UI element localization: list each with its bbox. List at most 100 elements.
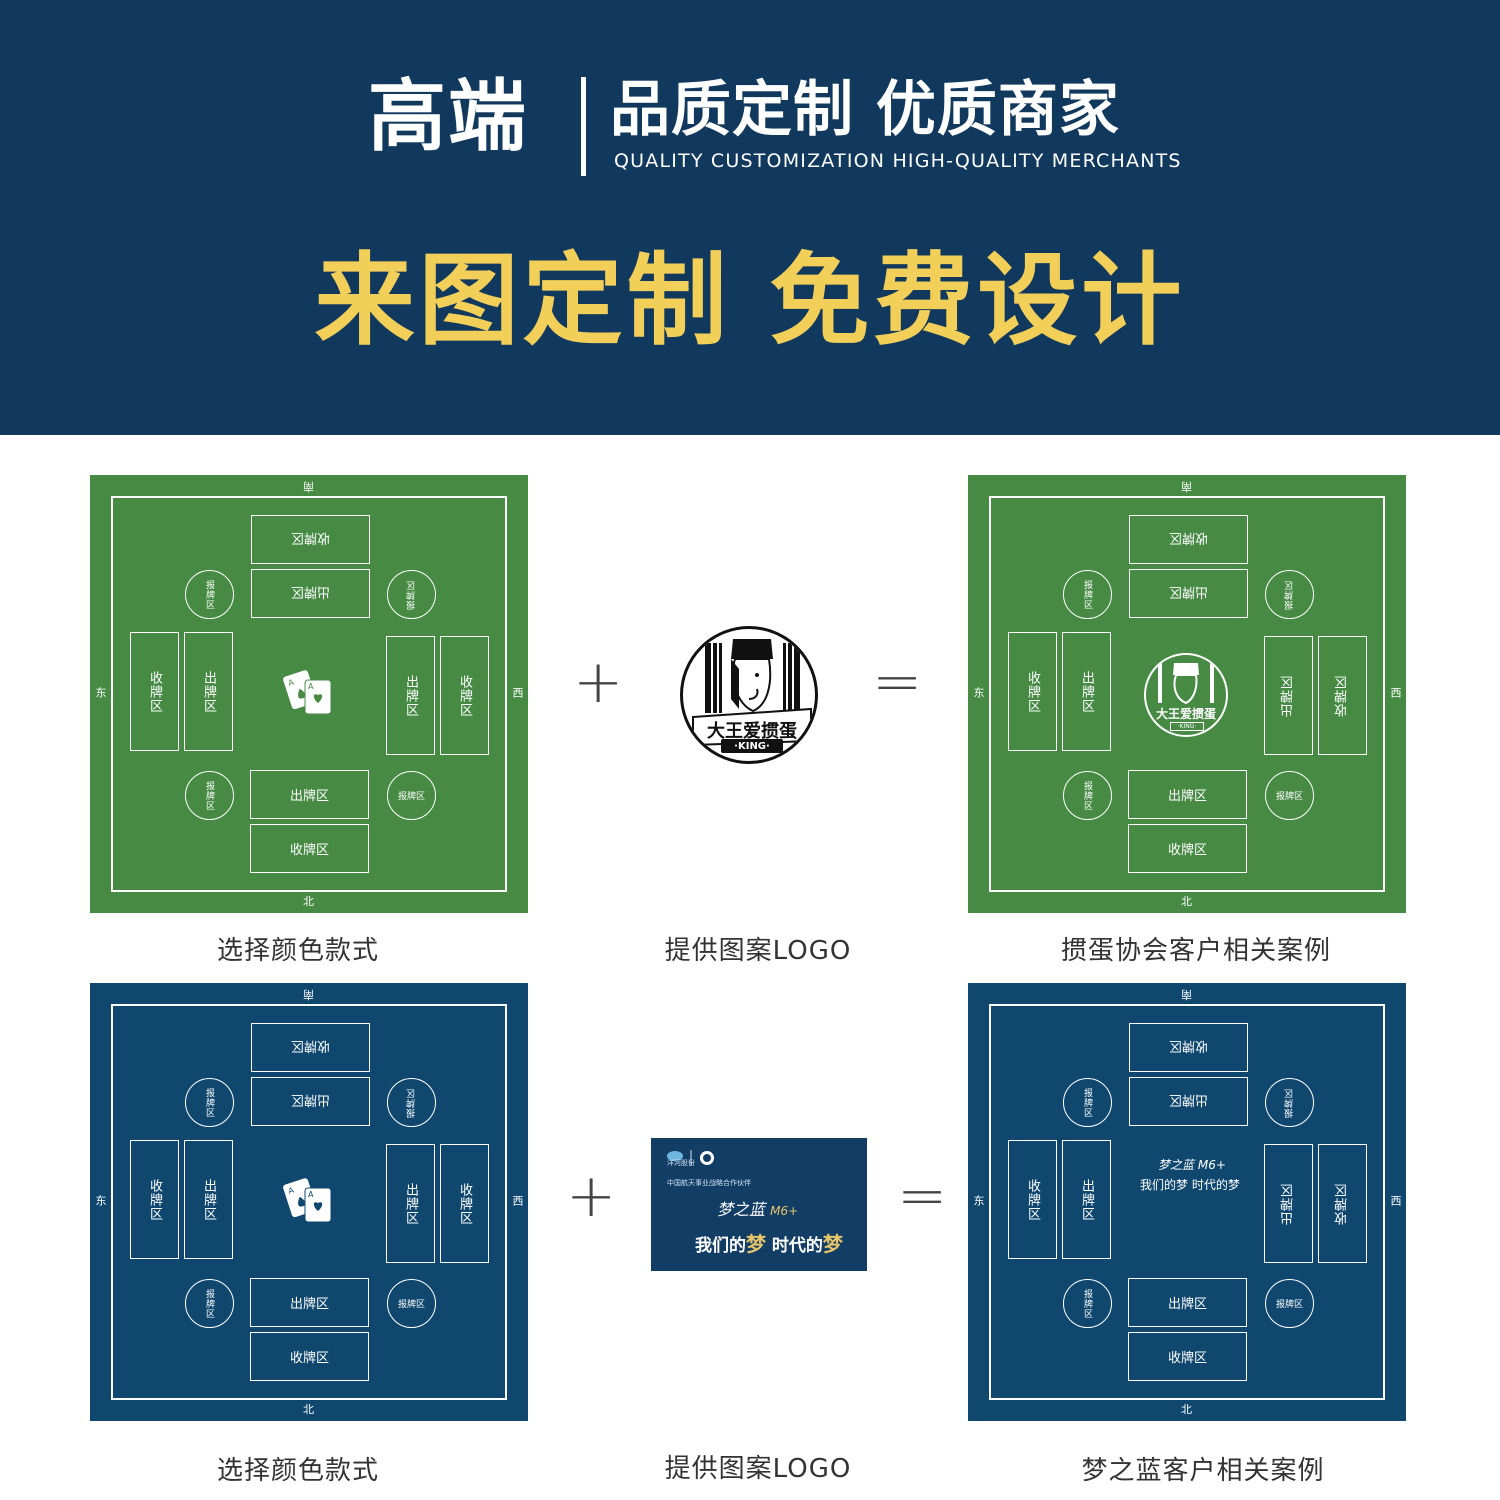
logo-line2: 我们的梦 时代的梦 bbox=[695, 1232, 843, 1256]
zone-report-br: 报牌区 bbox=[1265, 1279, 1314, 1328]
svg-text:A: A bbox=[308, 682, 314, 691]
king-logo-text: 大王爱掼蛋 bbox=[707, 721, 797, 742]
zone-report-tl: 报牌区 bbox=[1063, 570, 1112, 619]
zone-play-bottom: 出牌区 bbox=[250, 1278, 369, 1327]
dir-south: 南 bbox=[303, 988, 314, 1001]
mat-mengzhilan-logo: 梦之蓝 M6+ 我们的梦 时代的梦 bbox=[1128, 1148, 1248, 1228]
svg-text:A: A bbox=[287, 677, 295, 687]
playing-cards-icon: A A bbox=[283, 670, 332, 715]
dir-west: 西 bbox=[1389, 687, 1402, 699]
top-banner: 高端 品质定制 优质商家 QUALITY CUSTOMIZATION HIGH-… bbox=[0, 0, 1500, 435]
zone-receive-bottom: 收牌区 bbox=[250, 824, 369, 873]
logo-line1: 梦之蓝 M6+ bbox=[717, 1200, 799, 1219]
mat-border bbox=[989, 496, 1385, 892]
dir-west: 西 bbox=[1389, 1195, 1402, 1207]
zone-report-tl: 报牌区 bbox=[1063, 1078, 1112, 1127]
zone-play-left: 出牌区 bbox=[184, 632, 233, 751]
caption-provide-logo: 提供图案LOGO bbox=[664, 1454, 852, 1484]
svg-text:A: A bbox=[287, 1185, 295, 1195]
zone-play-bottom: 出牌区 bbox=[1128, 1278, 1247, 1327]
dir-south: 南 bbox=[1181, 480, 1192, 493]
banner-subtitle: 品质定制 优质商家 bbox=[610, 75, 1120, 145]
mat-blue-custom: 南 北 东 西 收牌区 出牌区 出牌区 收牌区 收牌区 出牌区 出牌区 收牌区 … bbox=[968, 983, 1406, 1421]
zone-report-tr: 报牌区 bbox=[387, 570, 436, 619]
mat-border bbox=[989, 1004, 1385, 1400]
zone-report-br: 报牌区 bbox=[1265, 771, 1314, 820]
zone-receive-top: 收牌区 bbox=[251, 515, 370, 564]
zone-receive-top: 收牌区 bbox=[1129, 1023, 1248, 1072]
plus-sign: + bbox=[573, 647, 624, 717]
king-logo: 大王爱掼蛋 ·KING· bbox=[680, 626, 818, 764]
dir-north: 北 bbox=[1181, 895, 1192, 908]
zone-play-right: 出牌区 bbox=[1264, 636, 1313, 755]
dir-south: 南 bbox=[303, 480, 314, 493]
zone-play-top: 出牌区 bbox=[1129, 569, 1248, 618]
zone-receive-left: 收牌区 bbox=[130, 1140, 179, 1259]
zone-receive-right: 收牌区 bbox=[1318, 636, 1367, 755]
brand-name: 洋河股份 bbox=[667, 1159, 695, 1167]
zone-receive-top: 收牌区 bbox=[1129, 515, 1248, 564]
equals-sign: = bbox=[872, 647, 923, 717]
king-portrait-icon bbox=[1158, 663, 1214, 705]
caption-provide-logo: 提供图案LOGO bbox=[664, 936, 852, 966]
zone-report-tr: 报牌区 bbox=[1265, 570, 1314, 619]
mat-blue-plain: 南 北 东 西 收牌区 出牌区 出牌区 收牌区 收牌区 出牌区 出牌区 收牌区 … bbox=[90, 983, 528, 1421]
dir-north: 北 bbox=[1181, 1403, 1192, 1416]
caption-color-style: 选择颜色款式 bbox=[216, 1456, 379, 1486]
banner-english: QUALITY CUSTOMIZATION HIGH-QUALITY MERCH… bbox=[614, 150, 1182, 172]
mat-king-logo: 大王爱掼蛋 ·KING· bbox=[1144, 653, 1228, 737]
dir-east: 东 bbox=[972, 1195, 985, 1207]
plus-sign: + bbox=[566, 1161, 617, 1231]
zone-report-tr: 报牌区 bbox=[1265, 1078, 1314, 1127]
zone-report-tl: 报牌区 bbox=[185, 1078, 234, 1127]
mat-logo-line1: 梦之蓝 M6+ bbox=[1158, 1158, 1226, 1172]
zone-report-br: 报牌区 bbox=[387, 1279, 436, 1328]
zone-report-bl: 报牌区 bbox=[185, 771, 234, 820]
zone-play-right: 出牌区 bbox=[386, 1144, 435, 1263]
zone-play-top: 出牌区 bbox=[1129, 1077, 1248, 1126]
zone-receive-right: 收牌区 bbox=[1318, 1144, 1367, 1263]
zone-report-bl: 报牌区 bbox=[1063, 1279, 1112, 1328]
zone-play-left: 出牌区 bbox=[1062, 1140, 1111, 1259]
mat-logo-line2: 我们的梦 时代的梦 bbox=[1140, 1178, 1240, 1192]
caption-case-guandan: 掼蛋协会客户相关案例 bbox=[1060, 936, 1331, 966]
zone-report-br: 报牌区 bbox=[387, 771, 436, 820]
banner-title: 高端 bbox=[368, 72, 529, 162]
zone-play-right: 出牌区 bbox=[386, 636, 435, 755]
dir-north: 北 bbox=[303, 895, 314, 908]
brand-emblem-icon bbox=[667, 1150, 714, 1166]
zone-report-tl: 报牌区 bbox=[185, 570, 234, 619]
zone-report-bl: 报牌区 bbox=[1063, 771, 1112, 820]
brand-subtitle: 中国航天事业战略合作伙伴 bbox=[667, 1179, 751, 1187]
svg-text:A: A bbox=[308, 1190, 314, 1199]
mat-border bbox=[111, 1004, 507, 1400]
zone-receive-left: 收牌区 bbox=[130, 632, 179, 751]
zone-report-bl: 报牌区 bbox=[185, 1279, 234, 1328]
caption-color-style: 选择颜色款式 bbox=[216, 936, 379, 966]
zone-receive-left: 收牌区 bbox=[1008, 1140, 1057, 1259]
mat-king-logo-sub: ·KING· bbox=[1170, 722, 1204, 731]
mat-king-logo-text: 大王爱掼蛋 bbox=[1155, 707, 1216, 721]
zone-receive-right: 收牌区 bbox=[440, 636, 489, 755]
zone-receive-right: 收牌区 bbox=[440, 1144, 489, 1263]
mat-border bbox=[111, 496, 507, 892]
dir-north: 北 bbox=[303, 1403, 314, 1416]
zone-play-left: 出牌区 bbox=[1062, 632, 1111, 751]
zone-play-bottom: 出牌区 bbox=[250, 770, 369, 819]
dir-east: 东 bbox=[94, 687, 107, 699]
zone-receive-top: 收牌区 bbox=[251, 1023, 370, 1072]
king-logo-sub: ·KING· bbox=[721, 739, 783, 753]
dir-west: 西 bbox=[511, 687, 524, 699]
zone-report-tr: 报牌区 bbox=[387, 1078, 436, 1127]
king-portrait-icon bbox=[692, 639, 812, 747]
banner-headline: 来图定制 免费设计 bbox=[314, 242, 1186, 359]
zone-receive-left: 收牌区 bbox=[1008, 632, 1057, 751]
dir-west: 西 bbox=[511, 1195, 524, 1207]
zone-play-top: 出牌区 bbox=[251, 1077, 370, 1126]
dir-east: 东 bbox=[94, 1195, 107, 1207]
caption-case-mengzhilan: 梦之蓝客户相关案例 bbox=[1081, 1456, 1325, 1486]
zone-play-right: 出牌区 bbox=[1264, 1144, 1313, 1263]
zone-receive-bottom: 收牌区 bbox=[250, 1332, 369, 1381]
zone-receive-bottom: 收牌区 bbox=[1128, 1332, 1247, 1381]
banner-divider bbox=[581, 77, 586, 176]
